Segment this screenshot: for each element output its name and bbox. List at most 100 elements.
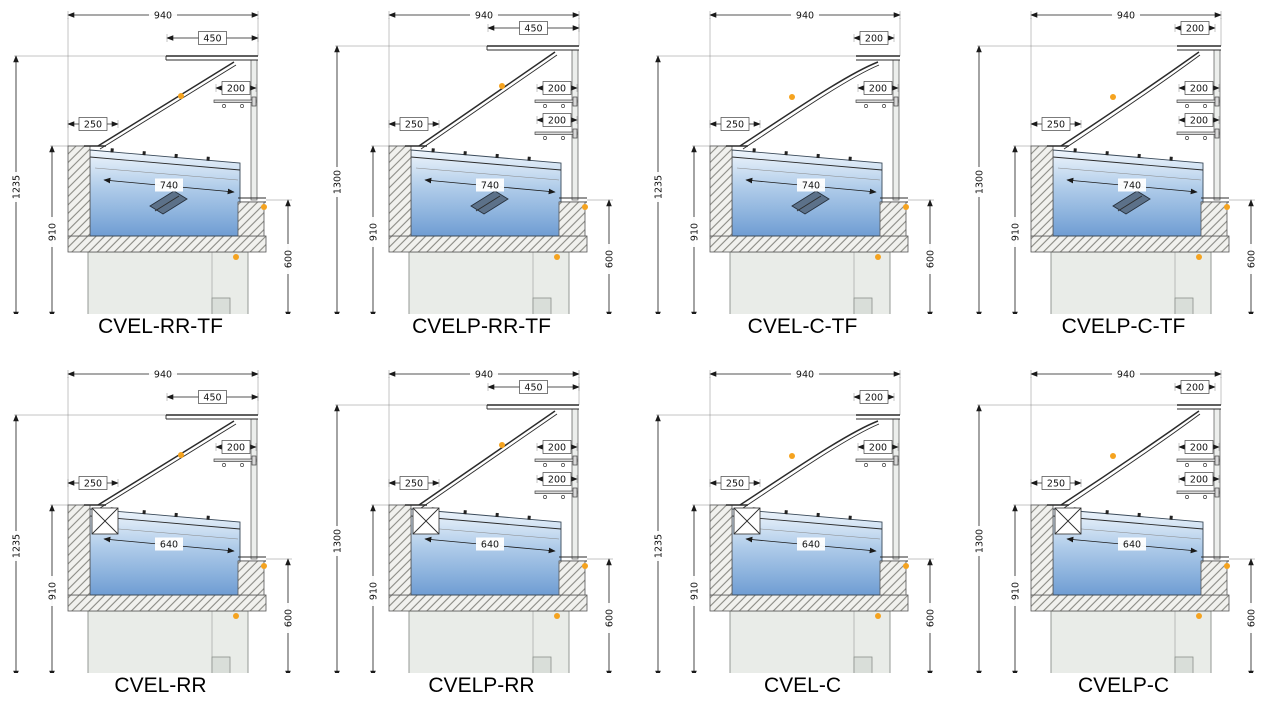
dim-canopy-width: 200	[1186, 383, 1204, 394]
dim-left-depth: 250	[405, 479, 423, 490]
dim-deck-depth: 640	[802, 540, 820, 551]
orange-marker-dot	[261, 563, 267, 569]
panel-title: CVEL-C	[763, 674, 842, 697]
dim-left-depth: 250	[1047, 479, 1065, 490]
dim-total-width: 940	[475, 11, 493, 22]
panel-title: CVEL-RR	[114, 674, 207, 697]
dim-total-height: 1235	[654, 534, 665, 558]
dim-total-height: 1300	[333, 529, 344, 553]
dim-deck-depth: 740	[1123, 181, 1141, 192]
cross-section-drawing: 450 200 200 940 250 740 1300 910 600	[330, 8, 616, 314]
dim-rear-height: 600	[284, 250, 295, 268]
orange-marker-dot	[903, 563, 909, 569]
orange-marker-dot	[789, 94, 795, 100]
dim-left-depth: 250	[405, 120, 423, 131]
dim-shelf-0: 200	[869, 84, 887, 95]
dim-shelf-0: 200	[548, 84, 566, 95]
dim-shelf-0: 200	[227, 84, 245, 95]
cross-section-diagram: 450 200 200 940 250 740 1300 910 600	[330, 8, 616, 314]
dim-total-width: 940	[1117, 11, 1135, 22]
orange-marker-dot	[1224, 563, 1230, 569]
orange-marker-dot	[499, 83, 505, 89]
dim-left-depth: 250	[1047, 120, 1065, 131]
dim-canopy-width: 450	[524, 24, 542, 35]
dim-front-height: 910	[369, 223, 380, 241]
dim-left-depth: 250	[84, 120, 102, 131]
dim-shelf-0: 200	[869, 443, 887, 454]
dim-deck-depth: 740	[481, 181, 499, 192]
dim-rear-height: 600	[926, 250, 937, 268]
dim-total-height: 1235	[12, 175, 23, 199]
dim-front-height: 910	[1011, 223, 1022, 241]
panel-title: CVELP-RR-TF	[412, 315, 551, 338]
dim-deck-depth: 640	[160, 540, 178, 551]
dim-total-height: 1300	[333, 170, 344, 194]
dim-canopy-width: 450	[203, 34, 221, 45]
orange-marker-dot	[499, 442, 505, 448]
dim-shelf-1: 200	[1190, 116, 1208, 127]
orange-marker-dot	[1110, 453, 1116, 459]
dim-deck-depth: 740	[802, 181, 820, 192]
orange-marker-dot	[1196, 613, 1202, 619]
dim-total-height: 1235	[12, 534, 23, 558]
panel-title: CVEL-RR-TF	[98, 315, 223, 338]
orange-marker-dot	[582, 204, 588, 210]
panel-title: CVEL-C-TF	[747, 315, 858, 338]
dim-canopy-width: 200	[1186, 24, 1204, 35]
dim-front-height: 910	[369, 582, 380, 600]
orange-marker-dot	[554, 254, 560, 260]
orange-marker-dot	[1110, 94, 1116, 100]
orange-marker-dot	[233, 254, 239, 260]
dim-deck-depth: 640	[481, 540, 499, 551]
dim-total-width: 940	[154, 11, 172, 22]
dim-total-width: 940	[796, 11, 814, 22]
orange-marker-dot	[554, 613, 560, 619]
orange-marker-dot	[178, 452, 184, 458]
dim-deck-depth: 740	[160, 181, 178, 192]
dim-front-height: 910	[48, 223, 59, 241]
dim-canopy-width: 450	[524, 383, 542, 394]
dim-front-height: 910	[1011, 582, 1022, 600]
dim-total-height: 1300	[975, 170, 986, 194]
cross-section-diagram: 450 200 940 250 740 1235 910 600	[9, 8, 295, 314]
dim-front-height: 910	[690, 223, 701, 241]
orange-marker-dot	[582, 563, 588, 569]
orange-marker-dot	[789, 453, 795, 459]
dim-front-height: 910	[48, 582, 59, 600]
orange-marker-dot	[1196, 254, 1202, 260]
dim-shelf-1: 200	[1190, 475, 1208, 486]
dim-shelf-0: 200	[548, 443, 566, 454]
dim-shelf-0: 200	[227, 443, 245, 454]
orange-marker-dot	[178, 93, 184, 99]
dim-rear-height: 600	[605, 250, 616, 268]
panel-title: CVELP-C	[1077, 674, 1170, 697]
dim-shelf-0: 200	[1190, 84, 1208, 95]
dim-total-width: 940	[475, 370, 493, 381]
dim-shelf-1: 200	[548, 475, 566, 486]
orange-marker-dot	[1224, 204, 1230, 210]
dim-rear-height: 600	[926, 609, 937, 627]
dim-shelf-1: 200	[548, 116, 566, 127]
dim-rear-height: 600	[1247, 609, 1258, 627]
orange-marker-dot	[233, 613, 239, 619]
panel-title: CVELP-C-TF	[1061, 315, 1186, 338]
dim-total-width: 940	[1117, 370, 1135, 381]
